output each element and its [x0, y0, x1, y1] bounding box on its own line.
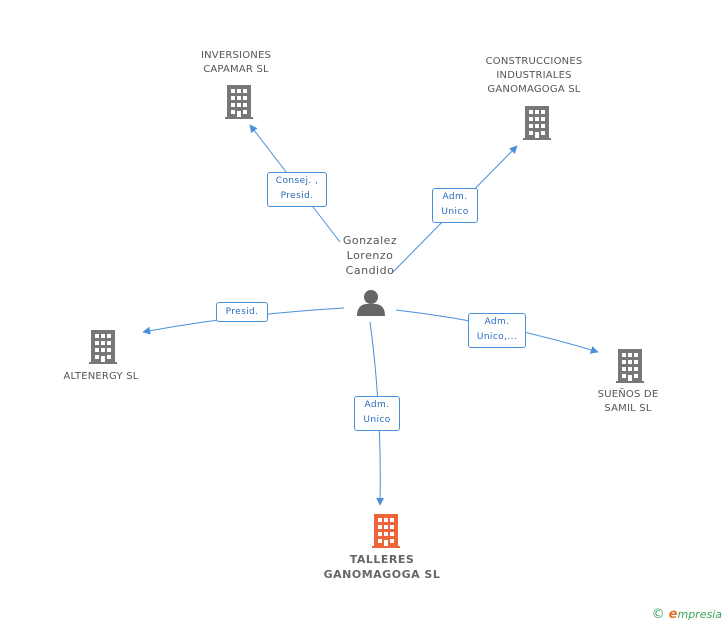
building-icon[interactable] [523, 106, 551, 140]
edge-label-altenergy: Presid. [216, 302, 268, 322]
building-icon[interactable] [616, 349, 644, 383]
edge-label-talleres: Adm. Unico [354, 396, 400, 431]
edge-label-suenos: Adm. Unico,... [468, 313, 526, 348]
person-label[interactable]: Gonzalez Lorenzo Candido [342, 234, 398, 277]
person-icon [357, 290, 385, 316]
company-label-construcciones[interactable]: CONSTRUCCIONES INDUSTRIALES GANOMAGOGA S… [485, 56, 583, 95]
copyright-symbol: © [651, 607, 665, 622]
company-label-talleres[interactable]: TALLERES GANOMAGOGA SL [323, 553, 441, 581]
brand-logo-e: e [668, 607, 678, 622]
building-icon[interactable] [372, 514, 400, 548]
company-label-suenos[interactable]: SUEÑOS DE SAMIL SL [597, 389, 659, 414]
company-label-inversiones[interactable]: INVERSIONES CAPAMAR SL [200, 50, 272, 75]
edge-label-inversiones: Consej. , Presid. [267, 172, 327, 207]
building-icon[interactable] [89, 330, 117, 364]
edge-label-construcciones: Adm. Unico [432, 188, 478, 223]
building-icon[interactable] [225, 85, 253, 119]
company-label-altenergy[interactable]: ALTENERGY SL [63, 371, 139, 382]
brand-logo[interactable]: ©empresia [652, 607, 722, 622]
brand-logo-text: mpresia [677, 608, 722, 621]
